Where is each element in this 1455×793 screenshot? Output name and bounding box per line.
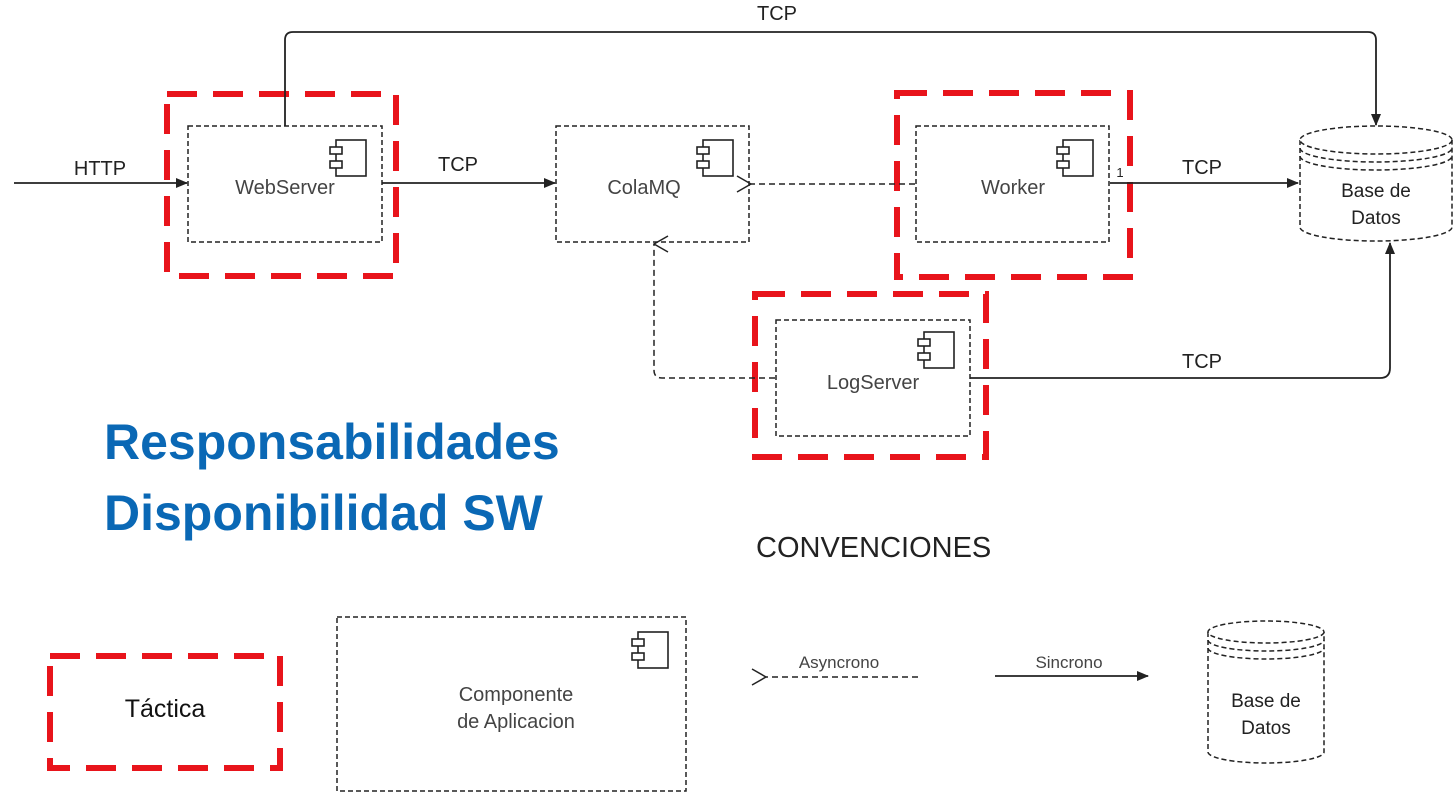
tcp-logserver-database (970, 242, 1395, 379)
legend-database-line2: Datos (1241, 718, 1291, 739)
database-cylinder-icon: Base de Datos (1299, 125, 1453, 242)
database-label-line1: Base de (1341, 181, 1411, 202)
component-icon (1056, 139, 1094, 177)
legend-component-line1: Componente (459, 684, 574, 706)
tcp-label-webserver-colamq: TCP (438, 154, 478, 176)
tactic-box-logserver (752, 291, 989, 460)
logserver-label: LogServer (827, 372, 920, 394)
legend-async-label: Asyncrono (799, 653, 879, 672)
component-icon (631, 631, 669, 669)
legend-async: Asyncrono (766, 653, 918, 677)
legend-component-line2: de Aplicacion (457, 711, 575, 733)
colamq-label: ColaMQ (607, 177, 680, 199)
legend-sync-label: Sincrono (1035, 653, 1102, 672)
legend-component: Componente de Aplicacion (336, 616, 687, 792)
component-webserver: WebServer (187, 125, 383, 243)
component-icon (696, 139, 734, 177)
tactic-box-worker (894, 90, 1133, 280)
multiplicity-label: 1 (1116, 165, 1123, 180)
component-worker: Worker (915, 125, 1110, 243)
tactic-box-webserver (164, 91, 399, 279)
legend-database-line1: Base de (1231, 691, 1301, 712)
legend-tactic-label: Táctica (125, 695, 206, 723)
component-icon (329, 139, 367, 177)
tcp-webserver-database (284, 31, 1381, 126)
legend-tactic: Táctica (47, 653, 283, 771)
component-colamq: ColaMQ (555, 125, 750, 243)
http-label: HTTP (74, 158, 126, 180)
legend-heading: CONVENCIONES (756, 532, 992, 564)
database-label-line2: Datos (1351, 208, 1401, 229)
component-logserver: LogServer (775, 319, 971, 437)
legend-database-icon: Base de Datos (1207, 620, 1325, 764)
tcp-label-logserver-database: TCP (1182, 351, 1222, 373)
worker-label: Worker (981, 177, 1045, 199)
tcp-label-worker-database: TCP (1182, 157, 1222, 179)
webserver-label: WebServer (235, 177, 335, 199)
tcp-label-top: TCP (757, 3, 797, 25)
title-line-1: Responsabilidades (104, 414, 560, 470)
async-logserver-colamq (654, 244, 775, 379)
legend-sync: Sincrono (995, 653, 1149, 681)
title-line-2: Disponibilidad SW (104, 485, 543, 541)
component-icon (917, 331, 955, 369)
